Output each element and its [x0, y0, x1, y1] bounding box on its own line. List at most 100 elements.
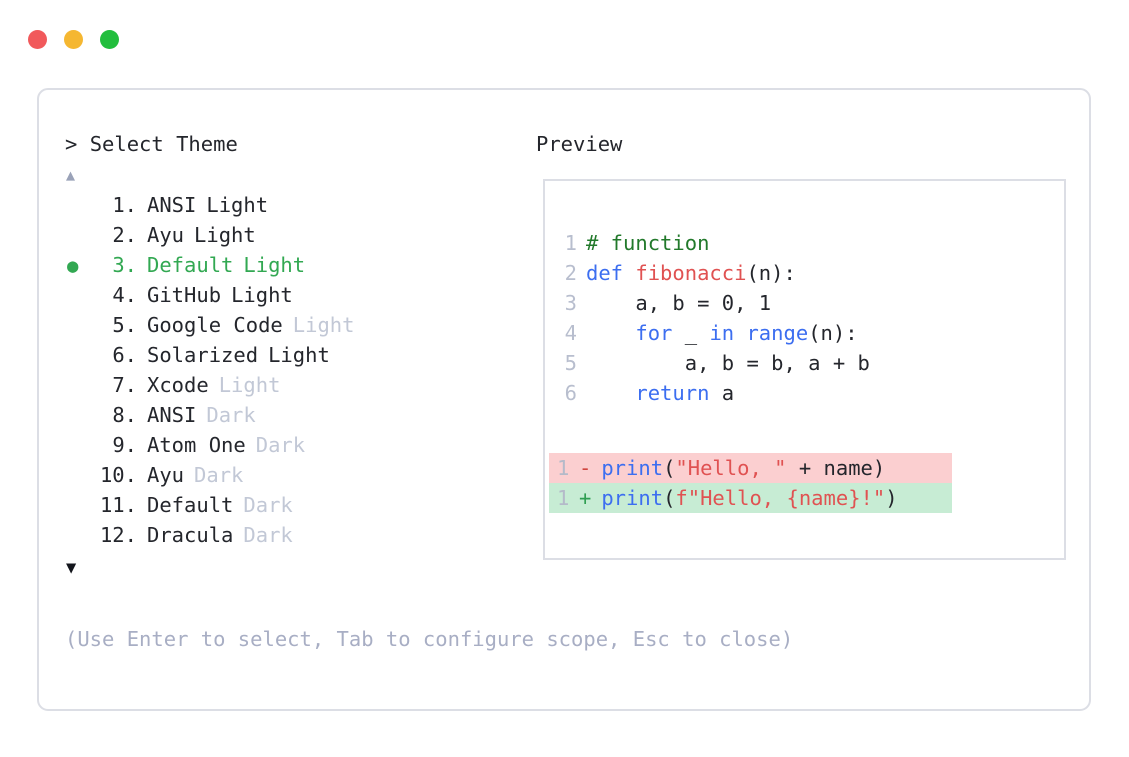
maximize-button[interactable] [100, 30, 119, 49]
code-token: (n): [746, 261, 796, 285]
code-token: ( [663, 486, 676, 510]
code-line: 6 return a [561, 378, 870, 408]
theme-item-variant: Dark [255, 433, 306, 457]
close-button[interactable] [28, 30, 47, 49]
code-token: "Hello, " [675, 456, 787, 480]
code-token: ) [885, 486, 898, 510]
code-token: return [635, 381, 710, 405]
bullet-placeholder: ● [65, 431, 91, 461]
theme-item-variant: Dark [243, 493, 293, 517]
code-line: 3 a, b = 0, 1 [561, 288, 870, 318]
code-token: # function [586, 231, 710, 255]
theme-list-item[interactable]: ● 11. Default Dark [65, 490, 535, 520]
theme-item-index: 2. [112, 223, 137, 247]
theme-selector-column: > Select Theme ▲ ●1.ANSILight●2.AyuLight… [65, 130, 535, 579]
diff-removed-line: 1-print("Hello, " + name) [549, 453, 952, 483]
theme-item-variant: Dark [243, 523, 293, 547]
code-line-number: 4 [564, 321, 577, 345]
theme-item-name: Ayu [147, 223, 185, 247]
theme-item-name: ANSI [147, 403, 197, 427]
diff-marker: + [579, 486, 592, 510]
diff-marker: - [579, 456, 592, 480]
code-token [734, 321, 746, 345]
code-token: a, b = 0, 1 [586, 291, 772, 315]
theme-item-variant: Dark [206, 403, 256, 427]
theme-item-name: Google Code [147, 313, 283, 337]
code-line-content: a, b = b, a + b [577, 351, 870, 375]
theme-item-variant: Light [206, 193, 269, 217]
selected-bullet-icon: ● [67, 255, 79, 277]
bullet-placeholder: ● [65, 311, 91, 341]
theme-item-index: 8. [112, 403, 137, 427]
card-columns: > Select Theme ▲ ●1.ANSILight●2.AyuLight… [39, 90, 1089, 709]
theme-item-name: Default [147, 253, 234, 277]
prompt-title: Select Theme [89, 132, 238, 156]
theme-item-name: ANSI [147, 193, 197, 217]
diff-line-number: 1 [557, 456, 570, 480]
code-token: print [601, 486, 664, 510]
diff-block: 1-print("Hello, " + name)1+print(f"Hello… [549, 453, 952, 513]
code-line: 4 for _ in range(n): [561, 318, 870, 348]
theme-item-index: 11. [99, 493, 137, 517]
theme-item-variant: Light [292, 313, 355, 337]
bullet-placeholder: ● [65, 341, 91, 371]
theme-item-variant: Light [218, 373, 281, 397]
theme-item-name: Ayu [147, 463, 185, 487]
preview-title: Preview [536, 132, 623, 156]
code-line-content: a, b = 0, 1 [577, 291, 771, 315]
diff-line-number: 1 [557, 486, 570, 510]
theme-item-name: Default [147, 493, 234, 517]
theme-item-index: 4. [112, 283, 137, 307]
bullet-placeholder: ● [65, 521, 91, 551]
scroll-down-arrow-icon[interactable]: ▼ [66, 558, 77, 578]
preview-column: Preview [536, 130, 1076, 158]
page-title: > Select Theme [65, 130, 535, 158]
code-line-content: # function [577, 231, 709, 255]
theme-item-variant: Light [194, 223, 256, 247]
theme-item-variant: Light [268, 343, 330, 367]
theme-item-variant: Dark [194, 463, 244, 487]
theme-item-index: 9. [112, 433, 137, 457]
code-token: for [635, 321, 673, 345]
code-line-content: return a [577, 381, 734, 405]
code-token: + name) [786, 456, 886, 480]
code-token: fibonacci [635, 261, 747, 285]
diff-added-line: 1+print(f"Hello, {name}!") [549, 483, 952, 513]
bullet-placeholder: ● [65, 371, 91, 401]
code-line-content: for _ in range(n): [577, 321, 857, 345]
theme-list[interactable]: ●1.ANSILight●2.AyuLight●3.DefaultLight●4… [65, 190, 535, 550]
window-titlebar [28, 30, 119, 49]
code-line: 1# function [561, 228, 870, 258]
code-line-number: 6 [564, 381, 577, 405]
code-line: 5 a, b = b, a + b [561, 348, 870, 378]
bullet-placeholder: ● [65, 191, 91, 221]
code-token [586, 321, 635, 345]
code-token: a, b = b, a + b [586, 351, 870, 375]
theme-item-index: 12. [99, 523, 137, 547]
theme-item-name: Solarized [147, 343, 259, 367]
theme-item-variant: Light [231, 283, 293, 307]
theme-item-name: Atom One [147, 433, 246, 457]
minimize-button[interactable] [64, 30, 83, 49]
theme-item-index: 7. [112, 373, 137, 397]
bullet-placeholder: ● [65, 281, 91, 311]
keyboard-hint: (Use Enter to select, Tab to configure s… [65, 627, 794, 651]
scroll-up-arrow-icon[interactable]: ▲ [66, 166, 76, 184]
bullet-placeholder: ● [65, 491, 91, 521]
theme-list-item[interactable]: ● 9. Atom One Dark [65, 430, 535, 460]
theme-item-index: 3. [112, 253, 137, 277]
prompt-marker: > [65, 132, 90, 156]
code-token [586, 381, 635, 405]
